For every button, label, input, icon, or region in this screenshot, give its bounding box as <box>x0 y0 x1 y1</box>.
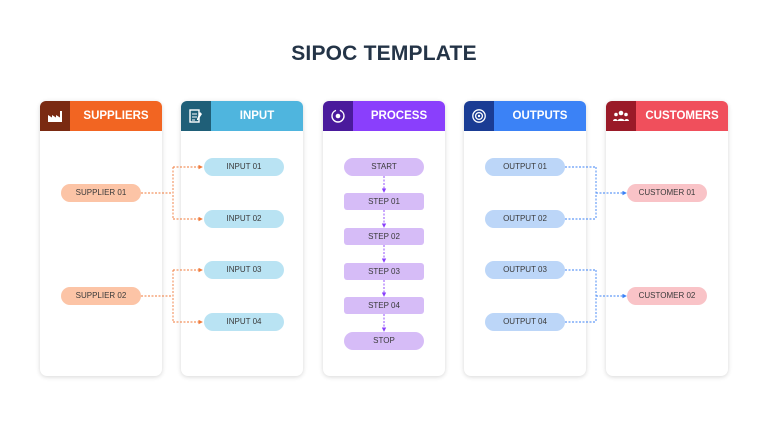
customers-title: CUSTOMERS <box>636 101 728 131</box>
page-title: SIPOC TEMPLATE <box>291 42 477 65</box>
target-icon <box>464 101 494 131</box>
process-step: STEP 02 <box>344 228 424 245</box>
suppliers-header: SUPPLIERS <box>40 101 162 131</box>
suppliers-card: SUPPLIERS SUPPLIER 01 SUPPLIER 02 <box>40 101 162 376</box>
process-start: START <box>344 158 424 176</box>
customers-header: CUSTOMERS <box>606 101 728 131</box>
process-title: PROCESS <box>353 101 445 131</box>
customers-card: CUSTOMERS CUSTOMER 01 CUSTOMER 02 <box>606 101 728 376</box>
input-header: INPUT <box>181 101 303 131</box>
supplier-01-connector <box>141 164 203 222</box>
process-stop: STOP <box>344 332 424 350</box>
input-card: INPUT INPUT 01 INPUT 02 INPUT 03 INPUT 0… <box>181 101 303 376</box>
customer-pill: CUSTOMER 02 <box>627 287 707 305</box>
people-group-icon <box>606 101 636 131</box>
output-pill: OUTPUT 01 <box>485 158 565 176</box>
outputs-title: OUTPUTS <box>494 101 586 131</box>
output-pill: OUTPUT 02 <box>485 210 565 228</box>
input-pill: INPUT 01 <box>204 158 284 176</box>
supplier-pill: SUPPLIER 01 <box>61 184 141 202</box>
customer-01-connector <box>565 166 627 220</box>
cycle-gear-icon <box>323 101 353 131</box>
output-pill: OUTPUT 04 <box>485 313 565 331</box>
process-header: PROCESS <box>323 101 445 131</box>
input-title: INPUT <box>211 101 303 131</box>
factory-icon <box>40 101 70 131</box>
clipboard-pen-icon <box>181 101 211 131</box>
process-step: STEP 04 <box>344 297 424 314</box>
process-step: STEP 01 <box>344 193 424 210</box>
input-pill: INPUT 04 <box>204 313 284 331</box>
input-pill: INPUT 02 <box>204 210 284 228</box>
customer-pill: CUSTOMER 01 <box>627 184 707 202</box>
outputs-card: OUTPUTS OUTPUT 01 OUTPUT 02 OUTPUT 03 OU… <box>464 101 586 376</box>
suppliers-title: SUPPLIERS <box>70 101 162 131</box>
output-pill: OUTPUT 03 <box>485 261 565 279</box>
supplier-02-connector <box>141 267 203 325</box>
input-pill: INPUT 03 <box>204 261 284 279</box>
customer-02-connector <box>565 269 627 323</box>
supplier-pill: SUPPLIER 02 <box>61 287 141 305</box>
process-step: STEP 03 <box>344 263 424 280</box>
outputs-header: OUTPUTS <box>464 101 586 131</box>
